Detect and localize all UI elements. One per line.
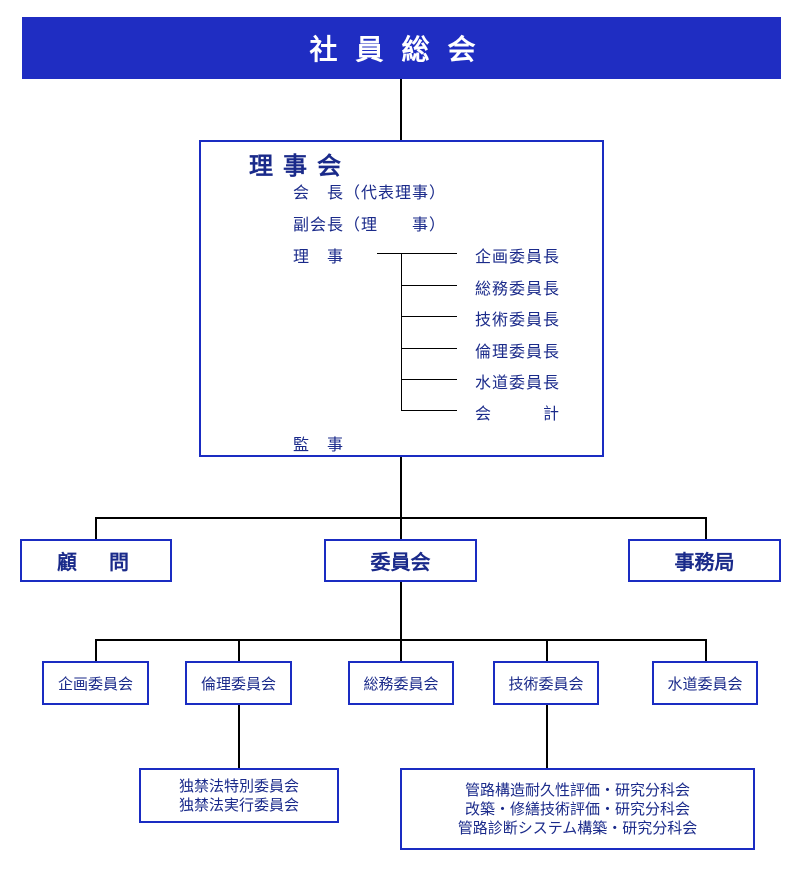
general-affairs-committee-box: 総務委員会 bbox=[348, 661, 454, 705]
director-branch-5 bbox=[401, 379, 457, 380]
subcommittee-antitrust-special: 独禁法特別委員会 bbox=[178, 776, 299, 795]
director-branch-3 bbox=[401, 316, 457, 317]
role-auditor: 監 事 bbox=[293, 435, 345, 454]
director-branch-2 bbox=[401, 285, 457, 286]
connector-to-advisor bbox=[95, 517, 97, 539]
connector-technical-to-sub bbox=[546, 705, 548, 768]
director-branch-4 bbox=[401, 348, 457, 349]
secretariat-box: 事務局 bbox=[628, 539, 781, 582]
post-planning-chair: 企画委員長 bbox=[475, 247, 561, 266]
water-committee-box: 水道委員会 bbox=[652, 661, 758, 705]
connector-general-to-board bbox=[400, 79, 402, 140]
subcommittee-antitrust-execution: 独禁法実行委員会 bbox=[178, 795, 299, 814]
director-branch-vertical bbox=[401, 253, 402, 411]
connector-to-committee bbox=[400, 517, 402, 539]
connector-to-ethics bbox=[238, 639, 240, 661]
connector-board-down bbox=[400, 457, 402, 518]
role-chairman: 会 長（代表理事） bbox=[293, 183, 447, 202]
general-meeting-header: 社員総会 bbox=[22, 17, 781, 79]
post-general-affairs-chair: 総務委員長 bbox=[475, 279, 561, 298]
post-water-chair: 水道委員長 bbox=[475, 373, 561, 392]
post-ethics-chair: 倫理委員長 bbox=[475, 342, 561, 361]
technical-committee-box: 技術委員会 bbox=[493, 661, 599, 705]
connector-to-general-affairs bbox=[400, 639, 402, 661]
connector-to-water bbox=[705, 639, 707, 661]
subcommittee-pipe-durability: 管路構造耐久性評価・研究分科会 bbox=[464, 780, 690, 799]
ethics-subcommittees-box: 独禁法特別委員会 独禁法実行委員会 bbox=[139, 768, 339, 823]
connector-committee-down bbox=[400, 581, 402, 640]
connector-ethics-to-sub bbox=[238, 705, 240, 768]
planning-committee-box: 企画委員会 bbox=[42, 661, 149, 705]
post-technical-chair: 技術委員長 bbox=[475, 310, 561, 329]
role-director: 理 事 bbox=[293, 247, 345, 266]
committee-box: 委員会 bbox=[324, 539, 477, 582]
connector-to-secretariat bbox=[705, 517, 707, 539]
role-vice-chairman: 副会長（理 事） bbox=[293, 215, 447, 234]
subcommittee-pipe-diagnosis: 管路診断システム構築・研究分科会 bbox=[457, 818, 698, 837]
ethics-committee-box: 倫理委員会 bbox=[185, 661, 292, 705]
board-title: 理事会 bbox=[249, 152, 351, 180]
advisor-box: 顧 問 bbox=[20, 539, 172, 582]
connector-to-planning bbox=[95, 639, 97, 661]
technical-subcommittees-box: 管路構造耐久性評価・研究分科会 改築・修繕技術評価・研究分科会 管路診断システム… bbox=[400, 768, 755, 850]
board-of-directors-box: 理事会 会 長（代表理事） 副会長（理 事） 理 事 監 事 企画委員長 総務委… bbox=[199, 140, 604, 457]
connector-to-technical bbox=[546, 639, 548, 661]
subcommittee-rehabilitation: 改築・修繕技術評価・研究分科会 bbox=[464, 799, 690, 818]
post-accountant: 会 計 bbox=[475, 404, 561, 423]
director-branch-6 bbox=[401, 410, 457, 411]
director-branch-main bbox=[377, 253, 457, 254]
